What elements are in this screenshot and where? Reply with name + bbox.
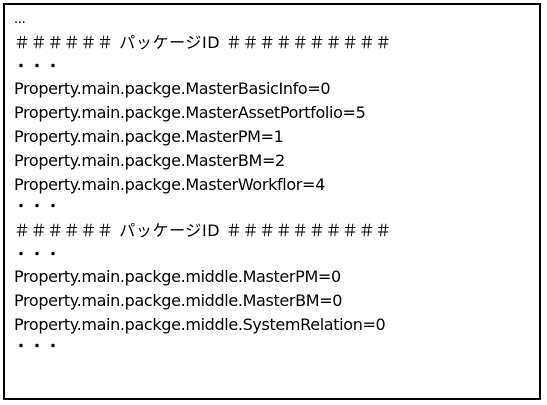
ellipsis-line: ・・・ — [14, 247, 62, 263]
ellipsis-line: ... — [14, 12, 26, 27]
section-header-line: ＃＃＃＃＃＃ パッケージID ＃＃＃＃＃＃＃＃＃＃ — [14, 33, 392, 52]
property-line: Property.main.packge.middle.SystemRelati… — [14, 315, 386, 334]
section-header-line: ＃＃＃＃＃＃ パッケージID ＃＃＃＃＃＃＃＃＃＃ — [14, 221, 392, 240]
property-line: Property.main.packge.middle.MasterPM=0 — [14, 267, 341, 286]
ellipsis-line: ・・・ — [14, 59, 62, 75]
property-line: Property.main.packge.middle.MasterBM=0 — [14, 291, 343, 310]
document-frame: ... ＃＃＃＃＃＃ パッケージID ＃＃＃＃＃＃＃＃＃＃ ・・・ Proper… — [3, 3, 541, 400]
ellipsis-line: ・・・ — [14, 339, 62, 355]
document-content: ... ＃＃＃＃＃＃ パッケージID ＃＃＃＃＃＃＃＃＃＃ ・・・ Proper… — [14, 10, 535, 357]
ellipsis-line: ・・・ — [14, 199, 62, 215]
property-line: Property.main.packge.MasterWorkflor=4 — [14, 175, 325, 194]
property-line: Property.main.packge.MasterBasicInfo=0 — [14, 79, 331, 98]
property-line: Property.main.packge.MasterPM=1 — [14, 127, 284, 146]
property-line: Property.main.packge.MasterBM=2 — [14, 151, 285, 170]
property-line: Property.main.packge.MasterAssetPortfoli… — [14, 103, 366, 122]
